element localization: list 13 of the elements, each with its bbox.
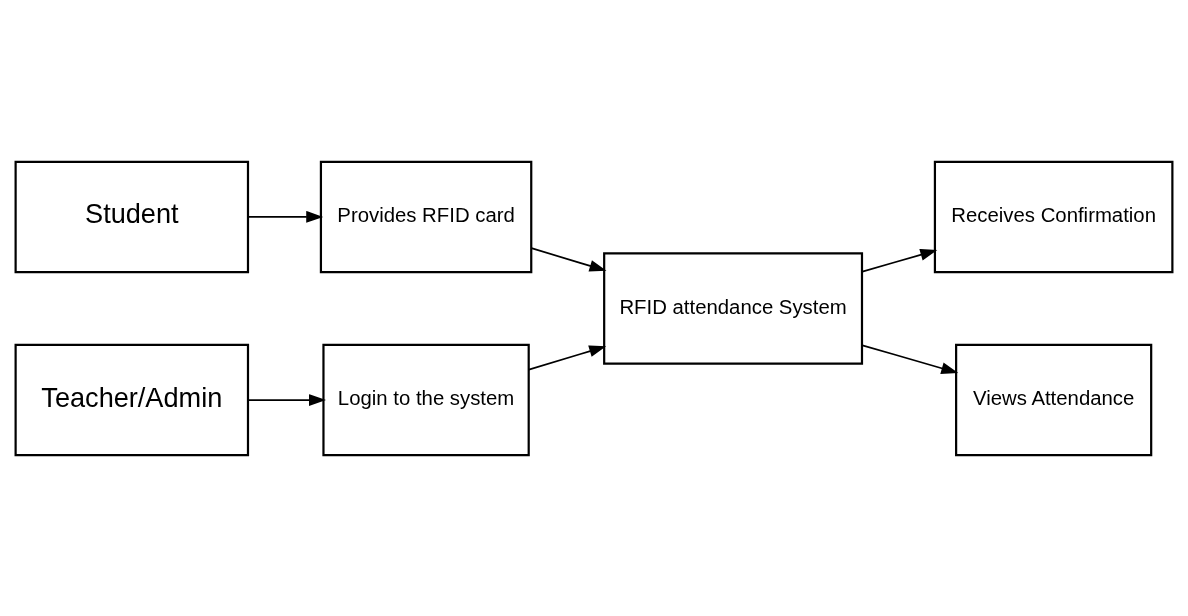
arrow [528, 345, 607, 370]
arrow [247, 210, 324, 223]
node-box: Student [14, 160, 250, 273]
arrow [530, 246, 607, 272]
arrow [247, 393, 326, 406]
node-box: Views Attendance [955, 343, 1153, 456]
node-box: Receives Confirmation [933, 160, 1174, 273]
arrow [861, 344, 959, 374]
arrow [861, 248, 938, 272]
node-box: Provides RFID card [319, 160, 533, 273]
node-box: Teacher/Admin [14, 343, 250, 456]
node-box: Login to the system [322, 343, 530, 456]
node-box: RFID attendance System [603, 251, 864, 365]
